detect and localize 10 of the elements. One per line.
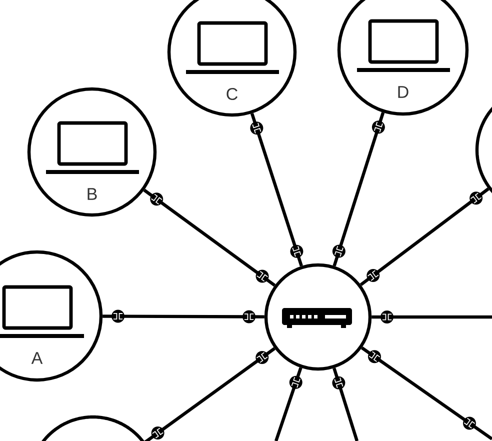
connection-line: [372, 315, 492, 319]
connection-line: [250, 112, 303, 267]
connection-line: [274, 367, 302, 441]
connection-line: [332, 112, 385, 266]
connection-line: [143, 188, 276, 287]
connection-line: [332, 368, 359, 441]
connection-line: [102, 314, 264, 318]
connection-line: [144, 347, 276, 441]
connection-line: [360, 188, 490, 286]
connection-line: [360, 346, 492, 440]
